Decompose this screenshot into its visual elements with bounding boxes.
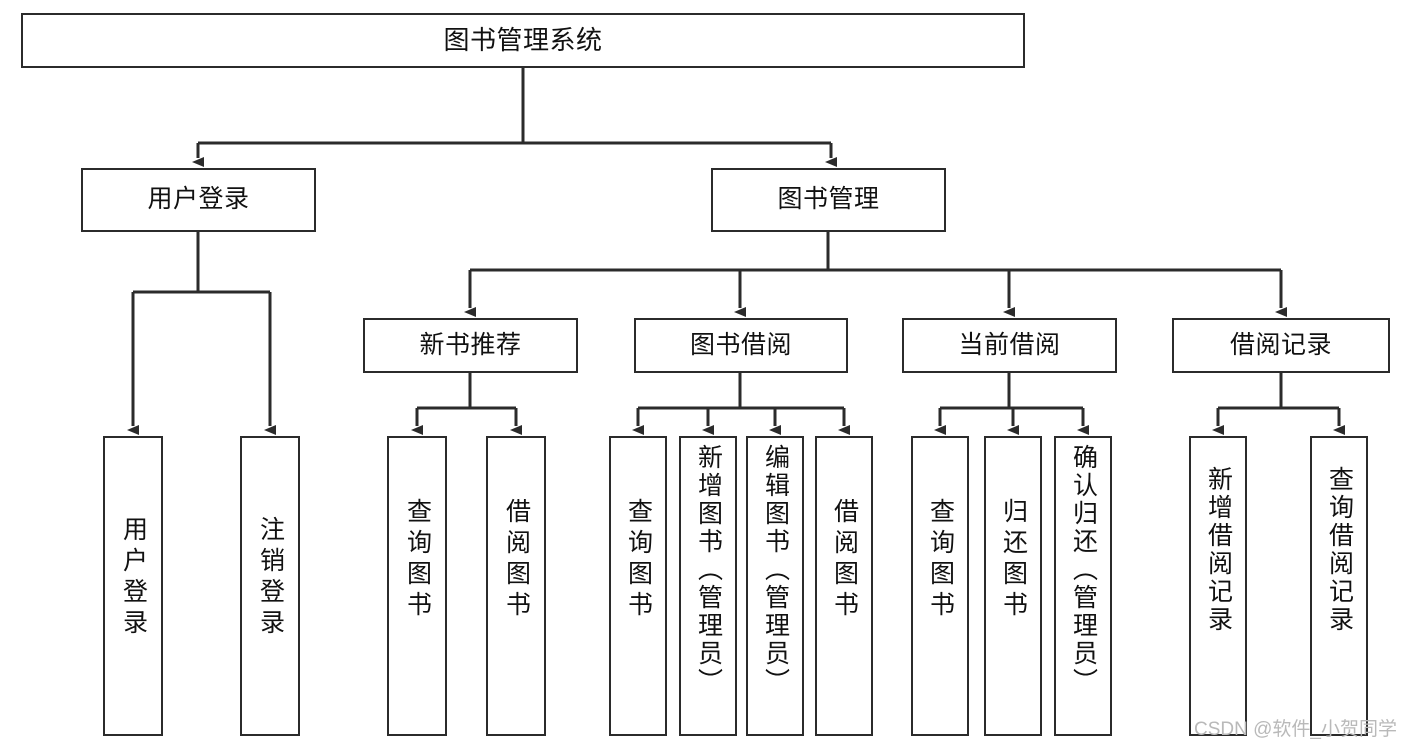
node-leaf-borrow-book-1-label: 借阅图书: [502, 498, 531, 622]
node-leaf-user-logout-label: 注销登录: [256, 516, 285, 640]
node-leaf-borrow-book-2-label: 借阅图书: [830, 498, 859, 622]
node-leaf-add-record[interactable]: 新增借阅记录: [1189, 436, 1247, 736]
node-leaf-query-book-1[interactable]: 查询图书: [387, 436, 447, 736]
node-book-borrow[interactable]: 图书借阅: [634, 318, 848, 373]
node-root[interactable]: 图书管理系统: [21, 13, 1025, 68]
node-leaf-confirm-return-label: 确认归还（管理员）: [1069, 444, 1098, 696]
node-new-book-rec[interactable]: 新书推荐: [363, 318, 578, 373]
node-leaf-query-book-3[interactable]: 查询图书: [911, 436, 969, 736]
node-leaf-add-book-label: 新增图书（管理员）: [694, 444, 723, 696]
node-leaf-borrow-book-2[interactable]: 借阅图书: [815, 436, 873, 736]
node-borrow-record[interactable]: 借阅记录: [1172, 318, 1390, 373]
node-book-manage[interactable]: 图书管理: [711, 168, 946, 232]
csdn-watermark: CSDN @软件_小贺同学: [1194, 719, 1397, 740]
node-leaf-query-book-2[interactable]: 查询图书: [609, 436, 667, 736]
node-leaf-user-logout[interactable]: 注销登录: [240, 436, 300, 736]
node-user-login-label: 用户登录: [147, 185, 250, 214]
node-user-login[interactable]: 用户登录: [81, 168, 316, 232]
node-new-book-rec-label: 新书推荐: [419, 330, 522, 359]
node-leaf-add-book[interactable]: 新增图书（管理员）: [679, 436, 737, 736]
node-current-borrow[interactable]: 当前借阅: [902, 318, 1117, 373]
node-leaf-query-record[interactable]: 查询借阅记录: [1310, 436, 1368, 736]
node-leaf-return-book-label: 归还图书: [999, 498, 1028, 622]
node-book-manage-label: 图书管理: [777, 185, 880, 214]
node-leaf-query-book-1-label: 查询图书: [403, 498, 432, 622]
node-leaf-query-book-2-label: 查询图书: [624, 498, 653, 622]
node-leaf-user-login-label: 用户登录: [119, 516, 148, 640]
node-root-label: 图书管理系统: [443, 25, 603, 56]
node-leaf-add-record-label: 新增借阅记录: [1204, 466, 1233, 634]
node-leaf-confirm-return[interactable]: 确认归还（管理员）: [1054, 436, 1112, 736]
node-leaf-borrow-book-1[interactable]: 借阅图书: [486, 436, 546, 736]
node-leaf-user-login[interactable]: 用户登录: [103, 436, 163, 736]
node-leaf-edit-book[interactable]: 编辑图书（管理员）: [746, 436, 804, 736]
node-leaf-return-book[interactable]: 归还图书: [984, 436, 1042, 736]
node-borrow-record-label: 借阅记录: [1229, 330, 1332, 359]
node-leaf-edit-book-label: 编辑图书（管理员）: [761, 444, 790, 696]
node-current-borrow-label: 当前借阅: [958, 330, 1061, 359]
node-leaf-query-record-label: 查询借阅记录: [1325, 466, 1354, 634]
node-book-borrow-label: 图书借阅: [689, 330, 792, 359]
node-leaf-query-book-3-label: 查询图书: [926, 498, 955, 622]
